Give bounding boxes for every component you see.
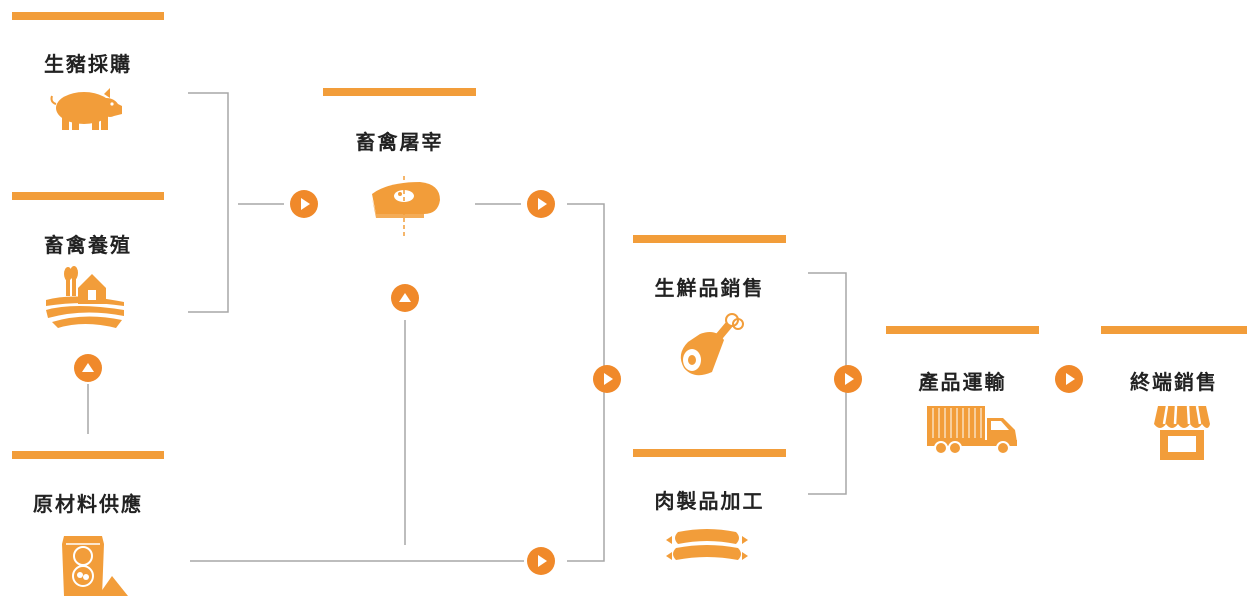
truck-icon xyxy=(925,404,1021,461)
node-label-raw-material: 原材料供應 xyxy=(33,492,143,516)
meat-cut-icon xyxy=(368,176,444,243)
node-bar-transport xyxy=(886,326,1039,334)
arrow-slaughter-out xyxy=(527,190,555,218)
sausage-icon xyxy=(664,524,750,573)
node-label-livestock-farming: 畜禽養殖 xyxy=(44,233,132,257)
node-label-fresh-sales: 生鮮品銷售 xyxy=(654,276,765,300)
arrow-to-products xyxy=(593,365,621,393)
feed-bag-icon xyxy=(58,532,130,603)
node-label-transport: 產品運輸 xyxy=(918,370,1007,394)
bracket-left xyxy=(188,92,229,313)
node-bar-raw-material xyxy=(12,451,164,459)
arrow-up-to-slaughter xyxy=(391,284,419,312)
node-bar-pig-purchase xyxy=(12,12,164,20)
arrow-raw-to-processing xyxy=(527,547,555,575)
node-label-pig-purchase: 生豬採購 xyxy=(44,52,132,76)
node-label-meat-processing: 肉製品加工 xyxy=(654,489,765,513)
store-icon xyxy=(1152,402,1212,467)
farm-icon xyxy=(44,266,126,335)
node-label-retail: 終端銷售 xyxy=(1130,370,1218,394)
pig-icon xyxy=(48,84,128,139)
arrow-raw-to-farming xyxy=(74,354,102,382)
node-label-slaughter: 畜禽屠宰 xyxy=(355,130,444,154)
node-bar-meat-processing xyxy=(633,449,786,457)
node-bar-retail xyxy=(1101,326,1247,334)
arrow-to-retail xyxy=(1055,365,1083,393)
ham-leg-icon xyxy=(672,310,748,387)
node-bar-fresh-sales xyxy=(633,235,786,243)
node-bar-slaughter xyxy=(323,88,476,96)
arrow-to-slaughter xyxy=(290,190,318,218)
node-bar-livestock-farming xyxy=(12,192,164,200)
arrow-to-transport xyxy=(834,365,862,393)
